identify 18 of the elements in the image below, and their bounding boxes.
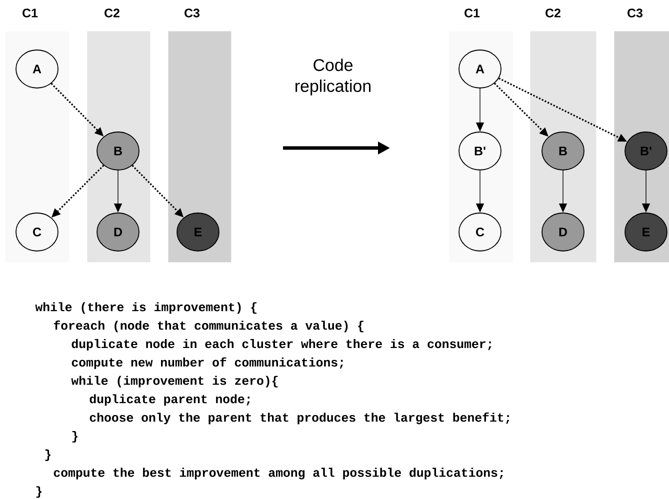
node-label: C1 <box>464 8 480 18</box>
code-line: compute the best improvement among all possible duplications; <box>54 468 503 480</box>
code-line: duplicate parent node; <box>90 394 250 406</box>
node-label: C2 <box>104 8 120 18</box>
node-label: C3 <box>184 8 200 18</box>
code-line: duplicate node in each cluster where there is a consumer; <box>72 339 492 351</box>
code-line: foreach (node that communicates a value) { <box>54 320 364 332</box>
node-label: C2 <box>546 8 560 18</box>
code-line: } <box>36 486 42 498</box>
caption-text: Code replication <box>296 58 370 96</box>
code-line: compute new number of communications; <box>72 357 343 370</box>
code-line: while (improvement is zero){ <box>71 376 278 388</box>
code-line: while (there is improvement) { <box>35 302 256 314</box>
node-label: C3 <box>628 8 643 18</box>
node-label: C1 <box>22 8 38 18</box>
code-line: } <box>45 449 50 461</box>
code-line: choose only the parent that produces the largest benefit; <box>90 412 510 424</box>
code-line: } <box>72 431 78 443</box>
